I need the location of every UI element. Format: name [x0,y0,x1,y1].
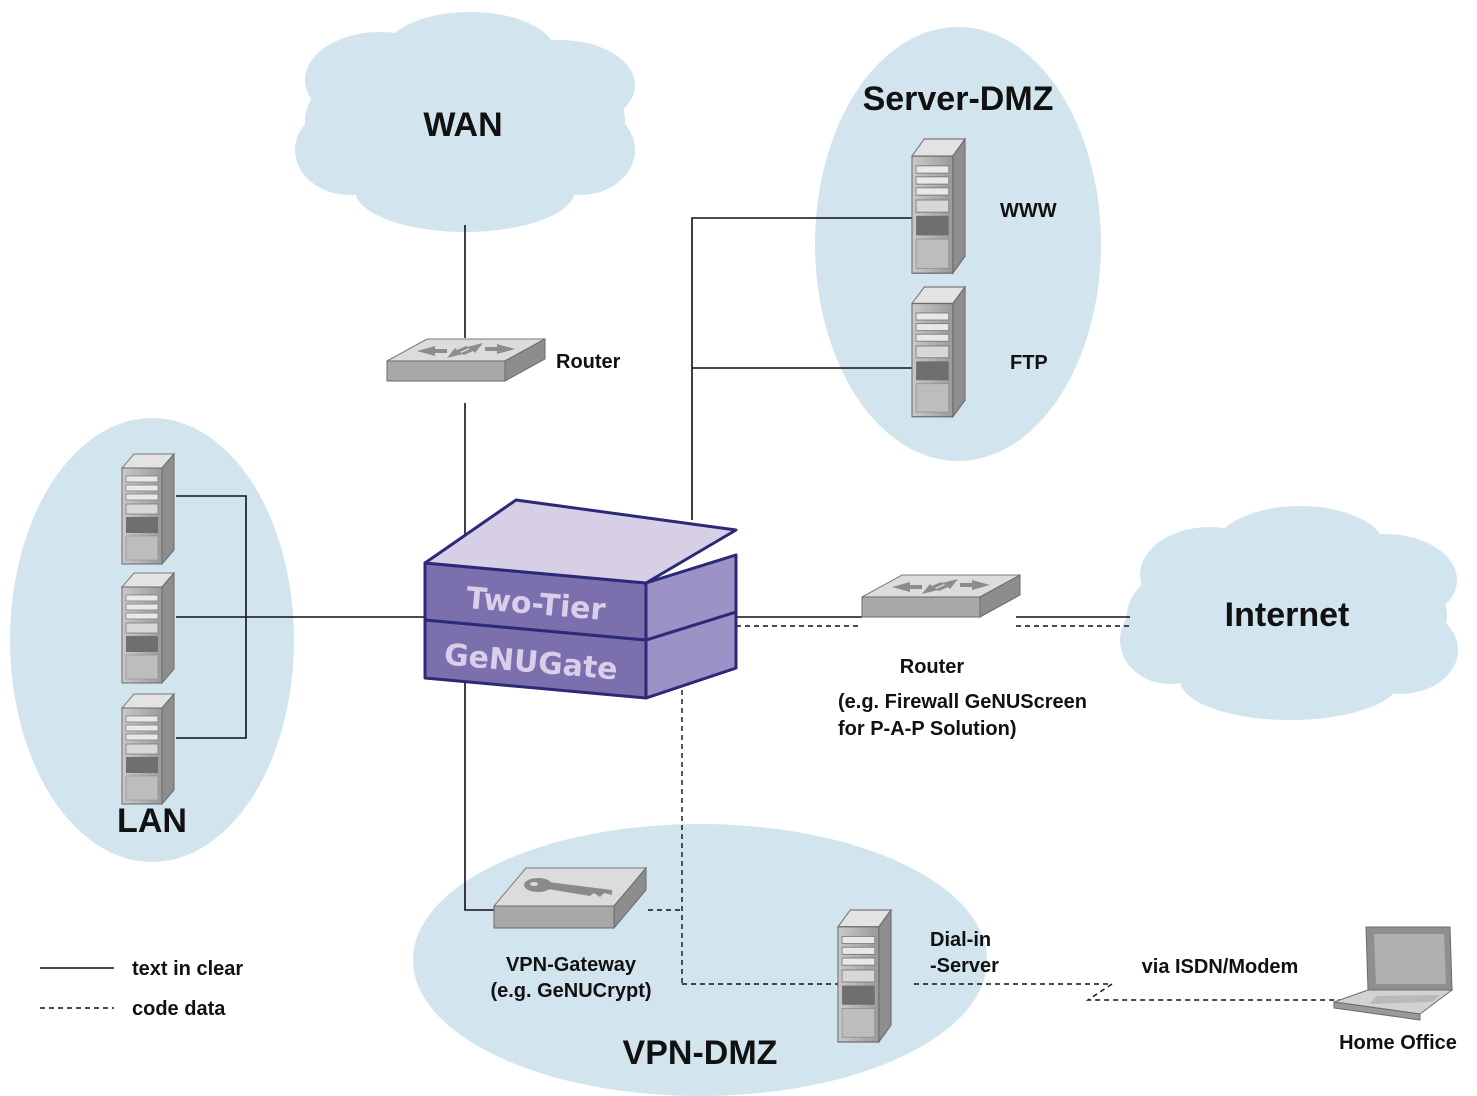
ftp-server: FTP [911,286,1048,418]
dashed-connections [648,625,1340,1001]
router-right: Router (e.g. Firewall GeNUScreen for P-A… [838,574,1087,740]
www-label: WWW [1000,200,1057,222]
legend-dashed-label: code data [132,998,226,1020]
ftp-label: FTP [1010,352,1048,374]
www-server: WWW [911,138,1057,274]
isdn-link-label: via ISDN/Modem [1142,956,1299,978]
vpn-gateway: VPN-Gateway (e.g. GeNUCrypt) [490,866,652,1002]
dialin-line1: Dial-in [930,929,991,951]
dialin-line2: -Server [930,955,999,977]
wan-cloud: WAN [295,12,635,232]
server-dmz-label: Server-DMZ [863,80,1054,118]
home-office-label: Home Office [1339,1032,1457,1054]
lan-server-3 [121,693,175,805]
legend: text in clear code data [40,958,243,1020]
router-right-note2: for P-A-P Solution) [838,718,1017,740]
key-icon [524,878,612,897]
router-top: Router [386,338,621,382]
vpn-gateway-line2: (e.g. GeNUCrypt) [490,980,651,1002]
genugate-device: Two-Tier GeNUGate [423,498,738,700]
internet-label: Internet [1225,596,1350,634]
router-top-label: Router [556,351,621,373]
vpn-gateway-line1: VPN-Gateway [506,954,637,976]
legend-solid-label: text in clear [132,958,243,980]
vpn-dmz-zone: VPN-DMZ [413,824,987,1096]
lan-servers [121,453,175,805]
solid-connections [176,217,1130,911]
dialin-server: Dial-in -Server [837,909,999,1043]
vpn-dmz-label: VPN-DMZ [623,1034,778,1072]
laptop-icon [1333,926,1454,1021]
router-right-note1: (e.g. Firewall GeNUScreen [838,691,1087,713]
wan-label: WAN [423,106,502,144]
router-right-label: Router [900,656,965,678]
internet-cloud: Internet [1120,506,1458,720]
lan-label: LAN [117,802,187,840]
lan-server-2 [121,572,175,684]
lan-server-1 [121,453,175,565]
